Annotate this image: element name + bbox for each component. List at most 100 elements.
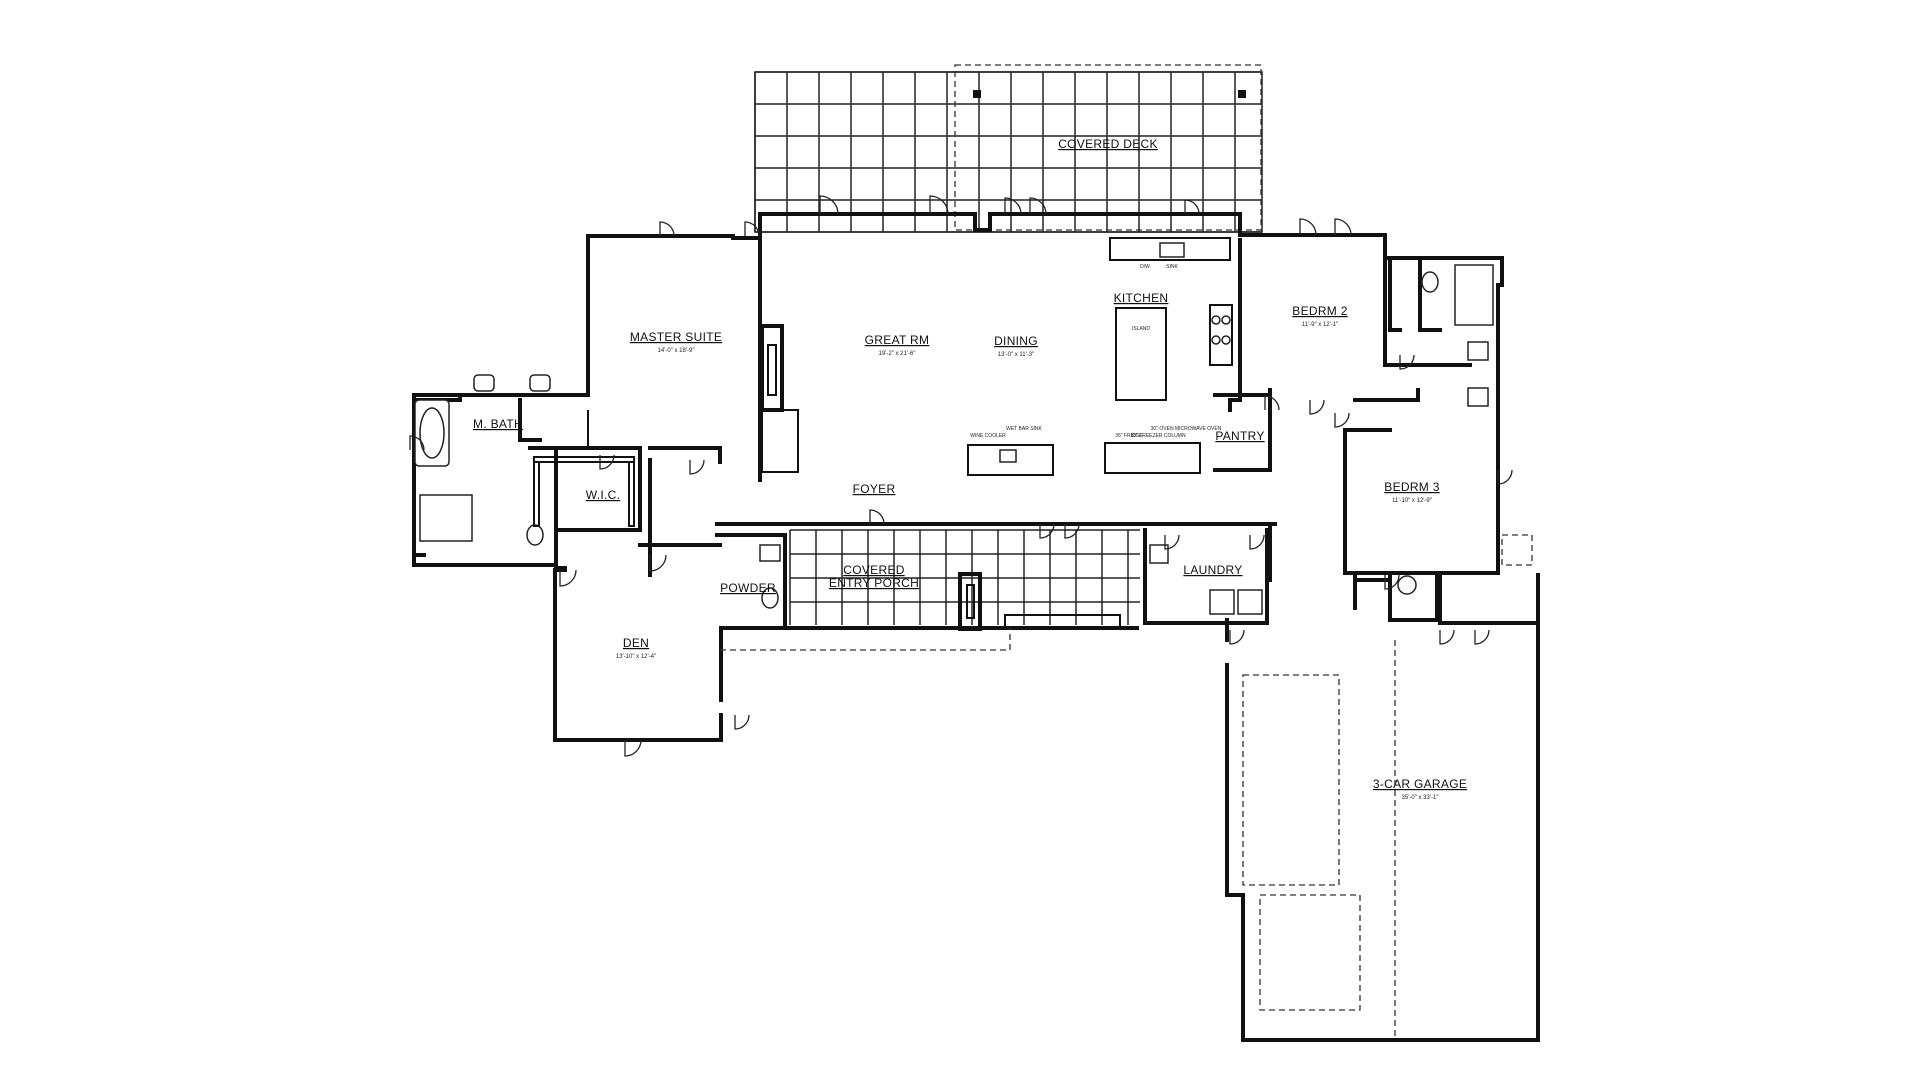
bath-sink: [1467, 341, 1489, 361]
wall: [412, 553, 567, 570]
closet-shelf: [628, 461, 635, 527]
bath-sink: [1467, 387, 1489, 407]
room-label-m-bath: M. BATH: [473, 417, 523, 431]
door-swing: [1299, 218, 1317, 236]
room-labels: COVERED DECK MASTER SUITE 14'-0" x 18'-9…: [473, 137, 1467, 801]
room-label-master-suite: MASTER SUITE: [630, 330, 722, 344]
fixture-label-wine-cooler: WINE COOLER: [970, 433, 1006, 439]
door-swing: [659, 221, 675, 237]
room-size-garage: 35'-0" x 33'-1": [1402, 795, 1439, 801]
door-swing: [1029, 197, 1047, 215]
bathtub: [1454, 264, 1494, 326]
ac-unit: [1501, 534, 1533, 566]
doors: [409, 195, 1513, 757]
room-label-porch-line2: ENTRY PORCH: [829, 576, 919, 590]
water-heater: [1397, 575, 1417, 595]
deck-tile-grid: [754, 71, 1263, 233]
door-swing: [1309, 399, 1325, 415]
door-swing: [1474, 629, 1490, 645]
porch-planter: [958, 572, 982, 631]
deck-roof-outline: [954, 64, 1262, 231]
door-swing: [734, 714, 750, 730]
room-label-porch-line1: COVERED: [843, 563, 904, 577]
door-swing: [744, 221, 760, 237]
garage-bay-outline: [1259, 894, 1361, 1011]
fixture-label-oven: 30" OVEN MICROWAVE OVEN: [1151, 426, 1222, 432]
porch-planter-inner: [966, 584, 975, 619]
room-label-pantry: PANTRY: [1215, 429, 1264, 443]
garage-bay-outline: [1242, 674, 1340, 886]
wall: [1388, 256, 1402, 332]
room-label-laundry: LAUNDRY: [1183, 563, 1242, 577]
door-swing: [1264, 395, 1280, 411]
appliance-wall: [1104, 442, 1201, 474]
room-size-bedrm-3: 11'-10" x 12'-9": [1392, 498, 1432, 504]
door-swing: [869, 509, 885, 525]
fixture-label-dw: D/W: [1140, 264, 1150, 270]
kitchen-sink: [1159, 242, 1185, 258]
burner: [1211, 335, 1221, 345]
fireplace: [760, 324, 784, 412]
room-label-garage: 3-CAR GARAGE: [1373, 777, 1467, 791]
wall: [648, 446, 722, 464]
door-swing: [689, 459, 705, 475]
door-swing: [1229, 629, 1245, 645]
door-swing: [929, 195, 949, 215]
wet-bar-sink: [999, 449, 1017, 463]
wall: [715, 533, 787, 630]
room-size-dining: 13'-0" x 11'-3": [998, 352, 1034, 358]
room-label-powder: POWDER: [720, 581, 776, 595]
toilet: [1421, 271, 1439, 293]
burner: [1211, 315, 1221, 325]
deck-post: [1238, 90, 1246, 98]
door-swing: [624, 739, 642, 757]
door-swing: [1497, 469, 1513, 485]
door-swing: [599, 454, 615, 470]
deck-post: [973, 90, 981, 98]
room-label-den: DEN: [623, 636, 649, 650]
dryer: [1237, 589, 1263, 615]
wall-thin: [1383, 256, 1472, 367]
porch-roof-outline: [720, 628, 1011, 651]
door-swing: [819, 195, 839, 215]
room-label-wic: W.I.C.: [586, 488, 620, 502]
room-label-great-rm: GREAT RM: [865, 333, 930, 347]
wall: [1228, 238, 1242, 412]
wall: [1343, 428, 1500, 575]
room-size-master-suite: 14'-0" x 18'-9": [658, 348, 695, 354]
wall: [412, 234, 762, 557]
door-swing: [1384, 574, 1400, 590]
fixture-label-island: ISLAND: [1132, 326, 1150, 332]
room-label-kitchen: KITCHEN: [1114, 291, 1169, 305]
door-swing: [1399, 354, 1415, 370]
range: [1209, 304, 1233, 366]
burner: [1221, 335, 1231, 345]
wall: [518, 398, 542, 442]
room-label-covered-deck: COVERED DECK: [1058, 137, 1158, 151]
wall: [1225, 571, 1540, 1042]
shower: [419, 494, 473, 542]
kitchen-island: [1115, 307, 1167, 401]
interior-walls: [412, 238, 1500, 630]
vanity-sink: [529, 374, 551, 392]
wall-thin: [1213, 393, 1272, 472]
built-in-cabinet: [761, 409, 799, 473]
door-swing: [1249, 534, 1265, 550]
fixture-label-sink: SINK: [1166, 264, 1178, 270]
door-swing: [1064, 523, 1080, 539]
washer: [1209, 589, 1235, 615]
room-size-bedrm-2: 11'-9" x 12'-1": [1302, 322, 1338, 328]
room-size-den: 13'-10" x 12'-4": [616, 654, 656, 660]
covered-deck: [754, 64, 1263, 233]
wall: [1388, 573, 1439, 622]
porch-bench: [1004, 614, 1121, 628]
door-swing: [1039, 523, 1055, 539]
wall: [1418, 256, 1442, 332]
powder-sink: [759, 544, 781, 562]
room-label-dining: DINING: [994, 334, 1038, 348]
room-label-bedrm-3: BEDRM 3: [1384, 480, 1439, 494]
door-swing: [1439, 629, 1455, 645]
tub-basin: [419, 407, 445, 459]
fixture-label-wet-bar-sink: WET BAR SINK: [1006, 426, 1042, 432]
